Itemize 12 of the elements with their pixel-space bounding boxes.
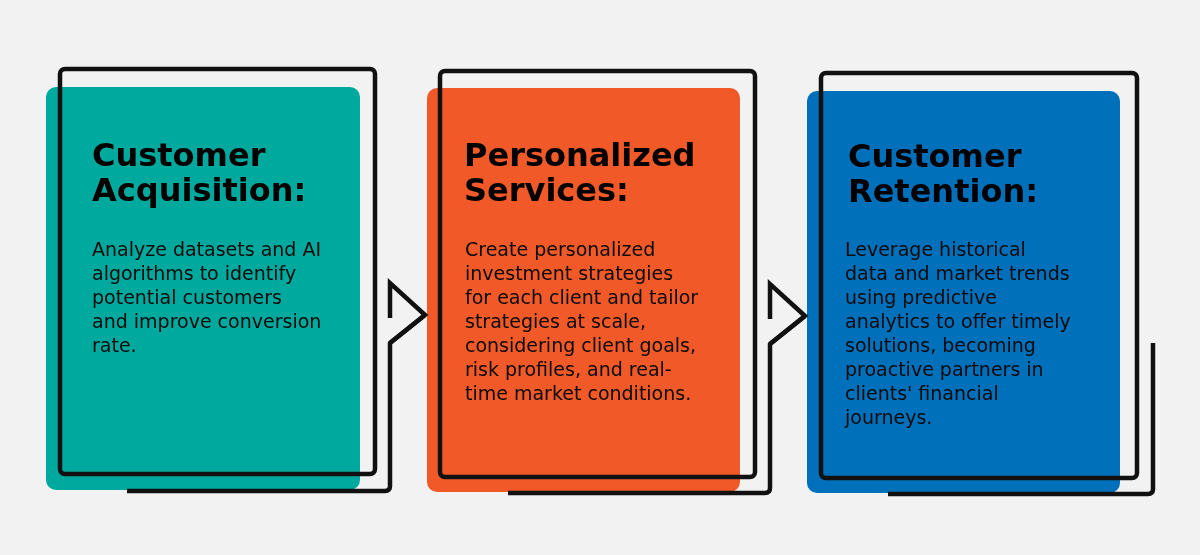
card-title: Personalized Services: (464, 138, 697, 208)
step-card (427, 88, 740, 492)
card-title: Customer Retention: (848, 139, 1039, 209)
card-description: Analyze datasets and AI algorithms to identify potential customers and improve conversion rate. (92, 237, 323, 357)
connector-line (888, 343, 1156, 497)
step-card (807, 91, 1120, 493)
card-description: Create personalized investment strategies for each client and tailor strategies at scale, considering client goals, risk profiles, and real-time market conditions. (465, 237, 700, 405)
card-title: Customer Acquisition: (92, 138, 308, 208)
card-description: Leverage historical data and market trends using predictive analytics to offer timely solutions, becoming proactive partners in clients' financial journeys. (845, 237, 1072, 429)
chevron-arrow (508, 281, 808, 496)
step-card (46, 87, 360, 490)
chevron-arrow (127, 280, 428, 494)
